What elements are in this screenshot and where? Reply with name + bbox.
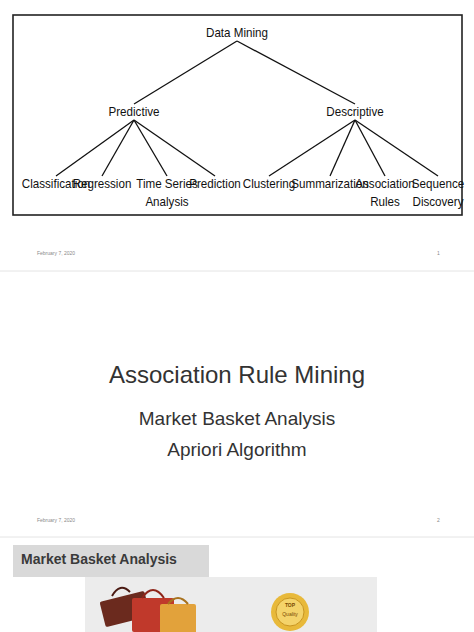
slide-number: 1 bbox=[437, 251, 440, 257]
diagram-frame bbox=[13, 15, 462, 215]
slide-subtitle: Apriori Algorithm bbox=[167, 440, 306, 461]
tree-node: Predictive bbox=[109, 103, 160, 121]
slide-number: 2 bbox=[437, 518, 440, 524]
tree-connector bbox=[237, 41, 355, 104]
shopping-bags bbox=[100, 588, 196, 632]
slide-subtitle: Market Basket Analysis bbox=[139, 409, 335, 430]
slide-title: Association Rule Mining bbox=[109, 362, 365, 388]
slide-date: February 7, 2020 bbox=[37, 251, 75, 257]
tree-node: Descriptive bbox=[326, 103, 383, 121]
tree-connector bbox=[355, 120, 385, 176]
slide-separator bbox=[0, 271, 474, 272]
tree-node: Prediction bbox=[189, 175, 241, 193]
node-label: Descriptive bbox=[326, 103, 383, 121]
node-label: Prediction bbox=[189, 175, 241, 193]
illustration-background bbox=[85, 577, 377, 632]
tree-connector bbox=[269, 120, 355, 176]
slide-date: February 7, 2020 bbox=[37, 518, 75, 524]
node-label: Predictive bbox=[109, 103, 160, 121]
badge-text: TOP bbox=[285, 603, 295, 609]
tree-node: Time Series Analysis bbox=[136, 175, 198, 211]
badge-text: Quality bbox=[282, 612, 298, 618]
node-label: Time Series Analysis bbox=[136, 175, 198, 211]
tree-node: Sequence Discovery bbox=[410, 175, 467, 211]
slide-separator bbox=[0, 537, 474, 538]
node-label: Data Mining bbox=[206, 24, 268, 42]
tree-connector bbox=[134, 120, 167, 176]
node-label: Clustering bbox=[243, 175, 295, 193]
tree-connector bbox=[102, 120, 134, 176]
title-banner bbox=[13, 545, 209, 577]
node-label: Regression bbox=[73, 175, 132, 193]
quality-badge bbox=[271, 593, 309, 631]
tree-connector bbox=[134, 120, 215, 176]
banner-title: Market Basket Analysis bbox=[21, 552, 177, 567]
tree-node: Regression bbox=[73, 175, 132, 193]
tree-node: Clustering bbox=[243, 175, 295, 193]
node-label: Sequence Discovery bbox=[410, 175, 467, 211]
tree-connector bbox=[134, 41, 237, 104]
tree-node: Association Rules bbox=[354, 175, 416, 211]
tree-connector bbox=[355, 120, 438, 176]
tree-connector bbox=[56, 120, 134, 176]
tree-connector bbox=[330, 120, 355, 176]
node-label: Association Rules bbox=[354, 175, 416, 211]
tree-node: Data Mining bbox=[206, 24, 268, 42]
